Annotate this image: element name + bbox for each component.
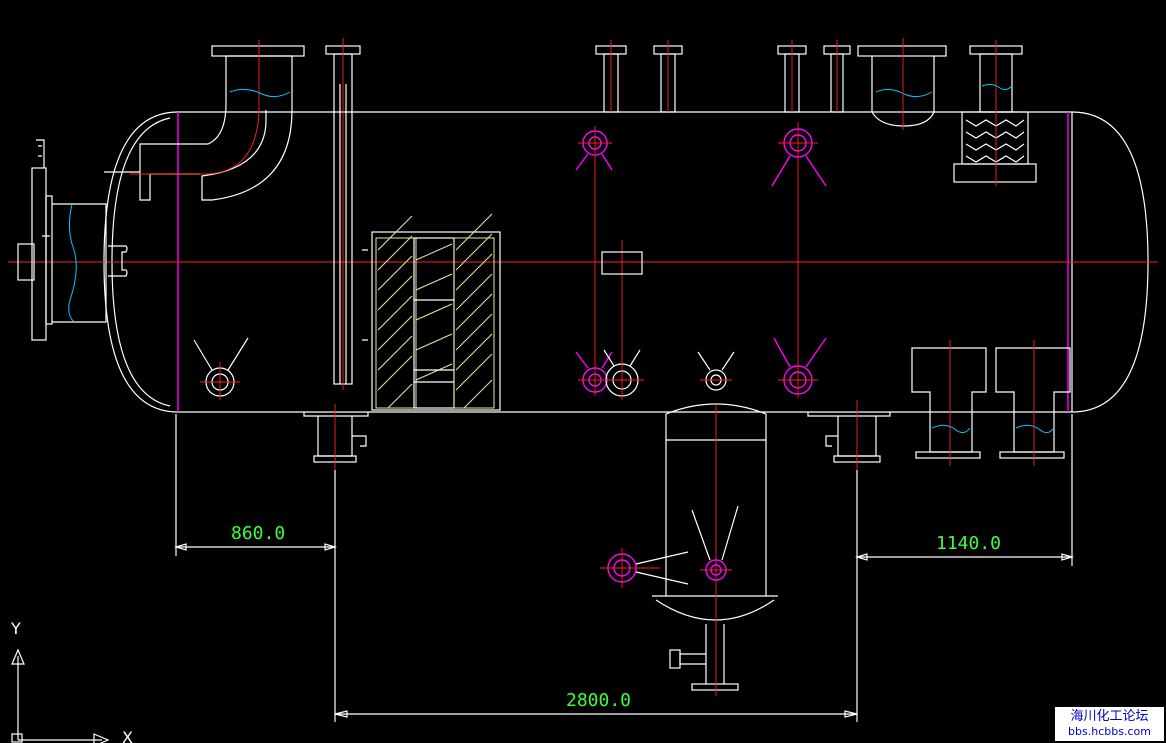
ucs-x-label: X	[122, 728, 133, 743]
top-nozzle-3	[777, 40, 807, 113]
dimension-bottom: 2800.0	[334, 690, 858, 718]
top-nozzle-4	[823, 40, 851, 113]
ucs-y-label: Y	[10, 619, 21, 638]
watermark-title: 海川化工论坛	[1070, 709, 1149, 724]
dimension-text-860: 860.0	[231, 523, 285, 544]
nameplate	[601, 251, 643, 275]
coalescer-pack	[362, 213, 501, 411]
top-nozzle-2	[653, 40, 683, 113]
outlet-nozzle-b	[995, 340, 1071, 466]
saddle-left	[303, 404, 369, 470]
saddle-right	[807, 400, 891, 470]
boot-top-nozzle	[697, 351, 735, 391]
ucs-icon: Y X	[10, 619, 133, 743]
vessel-shell	[8, 111, 1158, 413]
drain-nozzle-left	[193, 337, 249, 400]
dip-pipe	[325, 38, 361, 390]
vane-pack-nozzle	[953, 40, 1037, 186]
dimension-right: 1140.0	[854, 414, 1075, 722]
center-nozzle	[600, 240, 644, 400]
forum-watermark[interactable]: 海川化工论坛 bbs.hcbbs.com	[1055, 707, 1164, 741]
level-bridle-right	[771, 122, 827, 398]
dimension-left: 860.0	[173, 414, 338, 722]
outlet-nozzle-a	[911, 340, 987, 466]
watermark-url: bbs.hcbbs.com	[1068, 725, 1151, 738]
top-nozzle-1	[595, 40, 627, 113]
gas-outlet-nozzle	[857, 38, 947, 130]
inlet-elbow-nozzle	[104, 40, 305, 201]
water-boot	[600, 403, 778, 696]
left-manway	[17, 139, 128, 341]
dimension-text-2800: 2800.0	[566, 690, 631, 711]
level-bridle-left	[575, 126, 613, 396]
dimension-text-1140: 1140.0	[936, 533, 1001, 554]
